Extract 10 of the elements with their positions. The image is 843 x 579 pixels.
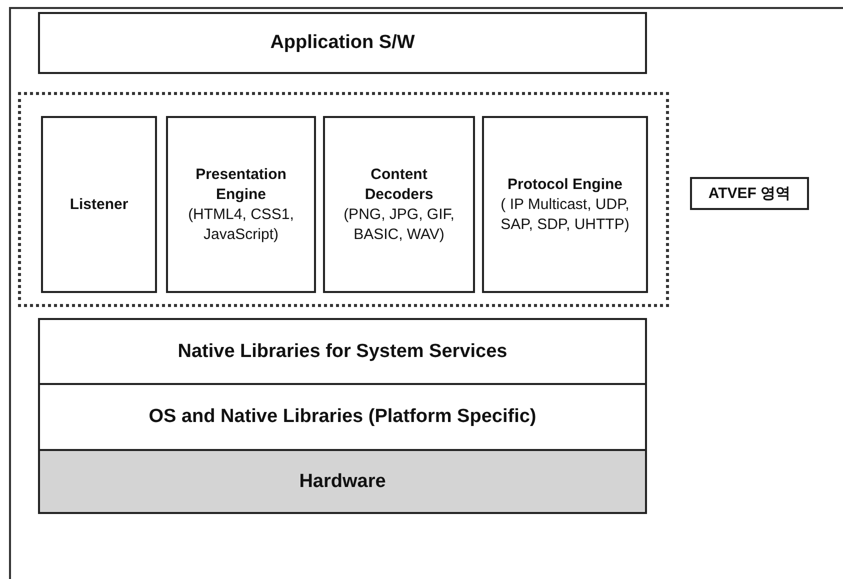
layer-box: Native Libraries for System Services bbox=[38, 318, 647, 385]
group-region bbox=[18, 92, 669, 307]
layer-box: OS and Native Libraries (Platform Specific) bbox=[38, 383, 647, 451]
module-box: Protocol Engine ( IP Multicast, UDP, SAP, SDP, UHTTP) bbox=[482, 116, 648, 293]
layer-box: Hardware bbox=[38, 449, 647, 514]
module-box: Presentation Engine (HTML4, CSS1, JavaScript) bbox=[166, 116, 316, 293]
module-box: Content Decoders (PNG, JPG, GIF, BASIC, WAV) bbox=[323, 116, 475, 293]
module-box: Listener bbox=[41, 116, 157, 293]
layer-box: Application S/W bbox=[38, 12, 647, 74]
label-box: ATVEF 영역 bbox=[690, 177, 809, 210]
